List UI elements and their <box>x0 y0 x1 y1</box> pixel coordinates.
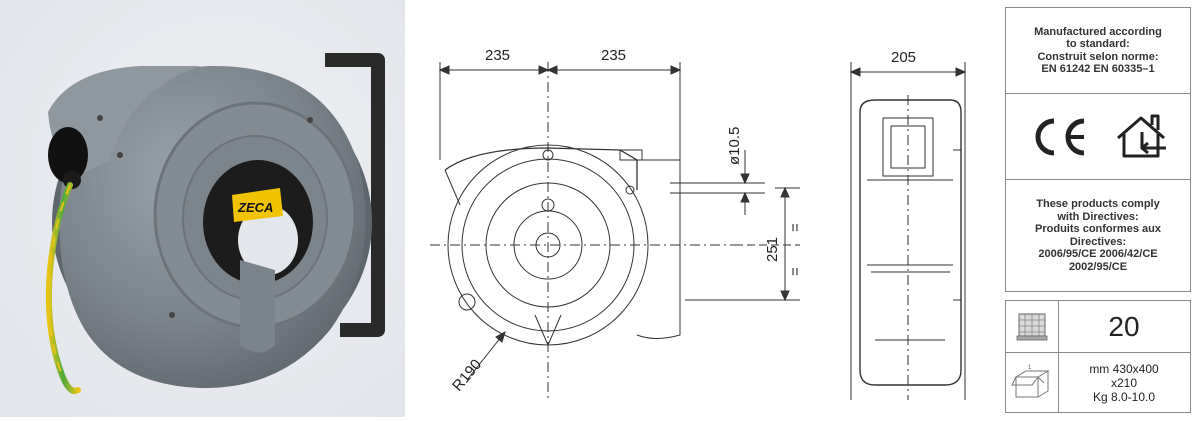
svg-text:ZECA: ZECA <box>237 200 273 215</box>
zeca-logo: ZECA <box>232 188 283 222</box>
pallet-quantity: 20 <box>1108 310 1140 342</box>
dim-left-label: 235 <box>485 47 510 64</box>
packaging-panel: 20 1 mm 430x400 x210 Kg 8.0-10.0 <box>1005 300 1191 413</box>
dim-radius-label: R190 <box>449 356 485 394</box>
box-dimensions: mm 430x400 x210 Kg 8.0-10.0 <box>1089 361 1159 404</box>
directives-text: These products comply with Directives: P… <box>1035 198 1161 273</box>
technical-drawing: 235 235 205 ø10.5 251 = = R190 <box>405 0 1005 417</box>
pallet-icon <box>1006 301 1059 352</box>
standards-text: Manufactured according to standard: Cons… <box>1006 8 1190 94</box>
product-photo: ZECA <box>0 0 405 417</box>
certification-marks <box>1006 94 1190 180</box>
ce-mark-icon <box>1035 118 1085 156</box>
equal-mark-bottom: = <box>787 267 804 276</box>
standards-panel: Manufactured according to standard: Cons… <box>1005 7 1191 292</box>
box-icon: 1 <box>1006 353 1059 412</box>
pallet-row: 20 <box>1006 301 1190 353</box>
dim-side-label: 205 <box>891 49 916 66</box>
svg-text:1: 1 <box>1028 365 1032 371</box>
indoor-house-icon <box>1117 114 1166 158</box>
dim-height-label: 251 <box>764 237 781 262</box>
box-row: 1 mm 430x400 x210 Kg 8.0-10.0 <box>1006 353 1190 412</box>
equal-mark-top: = <box>787 223 804 232</box>
dim-hole-label: ø10.5 <box>726 127 743 165</box>
dim-right-label: 235 <box>601 47 626 64</box>
wall-bracket <box>325 53 385 337</box>
